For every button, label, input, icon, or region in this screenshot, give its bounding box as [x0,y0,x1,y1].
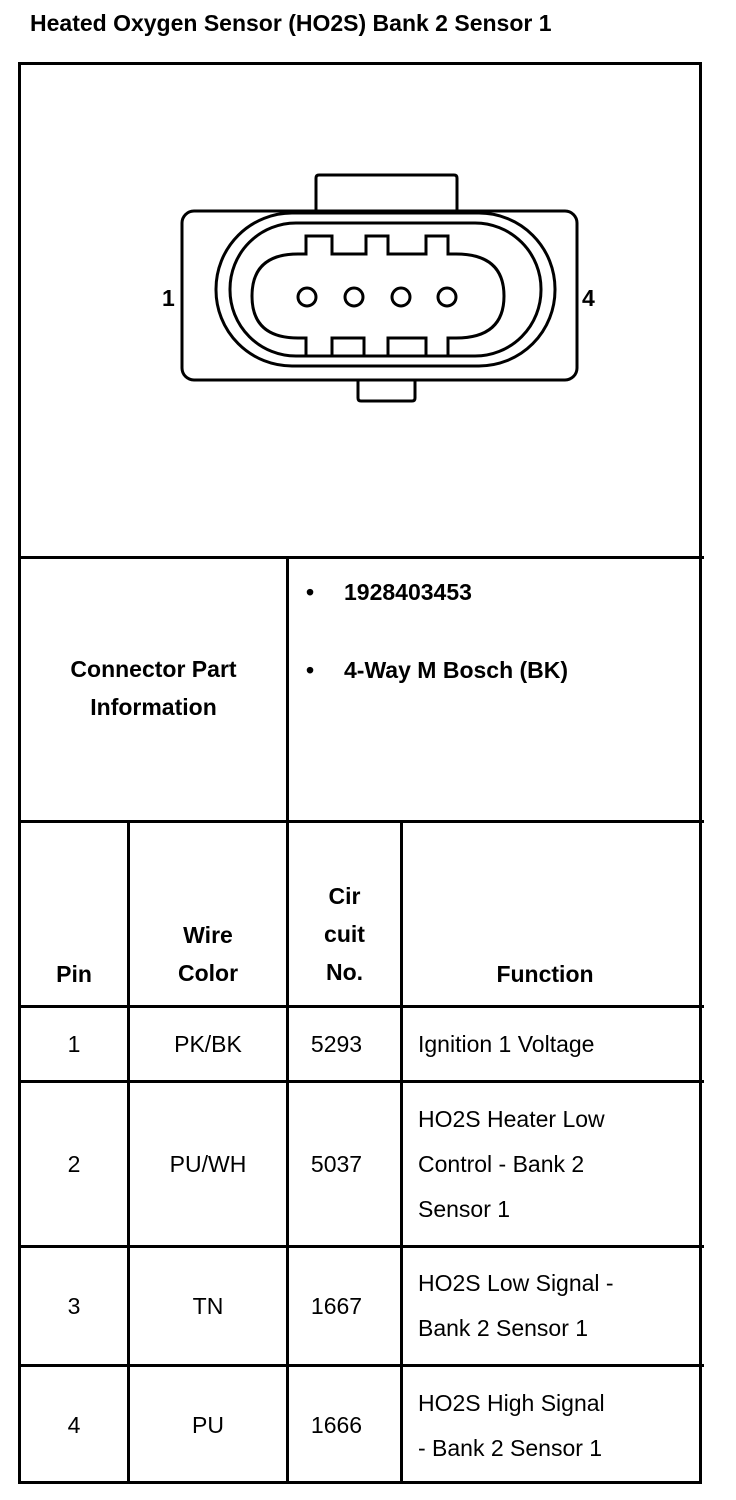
cell-pin: 4 [67,1412,81,1438]
cell-pin: 1 [67,1030,81,1057]
part-info-label: Connector Part Information [70,656,237,720]
column-divider [400,820,403,1484]
connector-description: 4-Way M Bosch (BK) [344,657,569,683]
cell-circuit: 1667 [310,1292,363,1319]
cell-function: Ignition 1 Voltage [418,1030,595,1057]
cell-function: HO2S High Signal - Bank 2 Sensor 1 [418,1389,605,1461]
bullet-icon: • [306,657,315,683]
cell-circuit: 1666 [310,1412,363,1438]
cell-function: HO2S Heater Low Control - Bank 2 Sensor … [418,1105,605,1222]
cell-pin: 2 [67,1150,81,1177]
cell-circuit: 5037 [310,1150,363,1177]
connector-table-frame [18,62,702,1484]
cell-function: HO2S Low Signal - Bank 2 Sensor 1 [418,1270,614,1341]
header-circuit: Cir cuit No. [324,883,365,985]
cell-pin: 3 [67,1292,81,1319]
part-number: 1928403453 [344,579,472,605]
column-divider [286,556,289,1484]
bullet-icon: • [306,579,315,605]
cell-circuit: 5293 [310,1030,363,1057]
cell-wire-color: PU [192,1412,224,1438]
column-divider [127,820,130,1484]
divider-line [18,1080,704,1083]
cell-wire-color: PU/WH [169,1150,247,1177]
header-wire-color: Wire Color [177,922,239,986]
connector-illustration-icon [180,173,579,403]
page-title: Heated Oxygen Sensor (HO2S) Bank 2 Senso… [30,10,552,36]
pin-1-label: 1 [162,285,175,311]
header-pin: Pin [56,961,92,987]
cell-wire-color: TN [192,1292,224,1319]
divider-line [18,1364,704,1367]
cell-wire-color: PK/BK [174,1030,242,1057]
pin-4-label: 4 [582,285,595,311]
divider-line [18,1005,704,1008]
divider-line [18,820,704,823]
header-function: Function [496,961,594,987]
divider-line [18,556,704,559]
divider-line [18,1245,704,1248]
